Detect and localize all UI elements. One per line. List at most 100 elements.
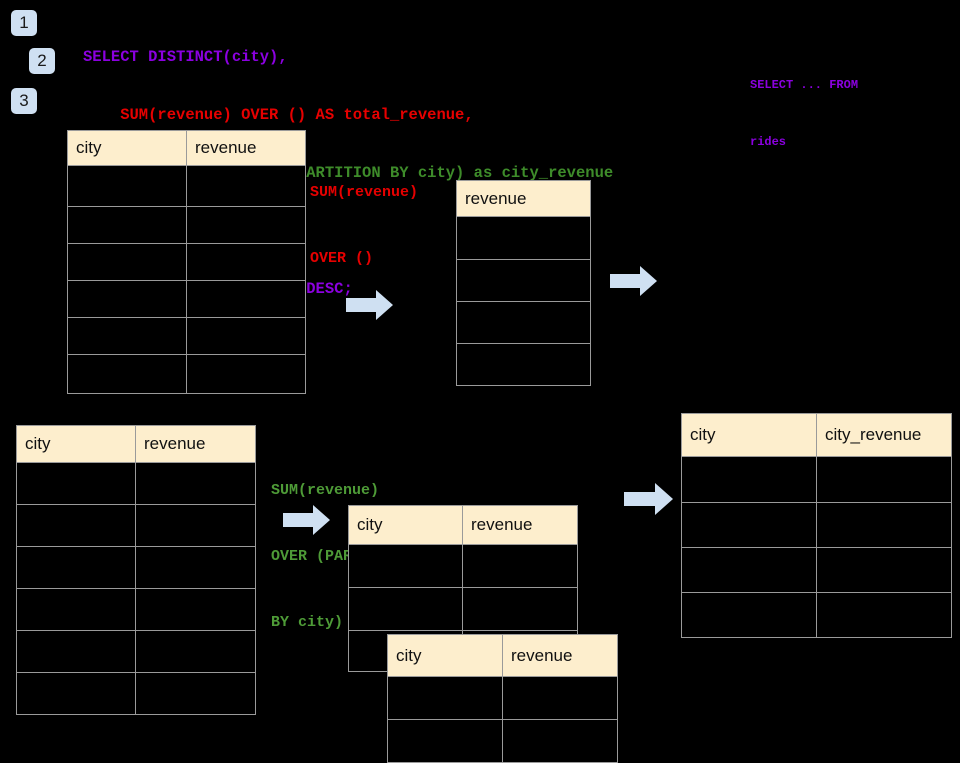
table-cell <box>186 243 306 281</box>
table-header-row: city city_revenue <box>681 413 952 457</box>
table-rides-source-bottom: city revenue <box>16 425 256 715</box>
table-row <box>67 206 306 244</box>
column-header-city: city <box>681 413 817 457</box>
table-cell <box>16 504 136 547</box>
side-note-select-from-rides: SELECT ... FROM rides <box>750 38 858 190</box>
table-cell <box>16 588 136 631</box>
table-row <box>16 546 256 589</box>
column-header-city: city <box>387 634 503 677</box>
table-cell <box>681 502 817 548</box>
column-header-revenue: revenue <box>456 180 591 217</box>
column-header-revenue: revenue <box>186 130 306 166</box>
column-header-revenue: revenue <box>462 505 578 545</box>
table-header-row: revenue <box>456 180 591 217</box>
table-cell <box>135 672 256 715</box>
table-row <box>456 301 591 344</box>
table-cell <box>681 456 817 503</box>
step-badge-1: 1 <box>11 10 37 36</box>
annotation-city-revenue: SUM(revenue) OVER (PARTITION BY city) <box>271 436 406 678</box>
table-row <box>67 243 306 281</box>
table-cell <box>186 280 306 318</box>
column-header-city: city <box>67 130 187 166</box>
table-cell <box>462 544 578 588</box>
column-header-city-revenue: city_revenue <box>816 413 952 457</box>
table-row <box>348 587 578 631</box>
arrow-total-to-final <box>610 264 658 298</box>
table-header-row: city revenue <box>348 505 578 545</box>
table-cell <box>135 630 256 673</box>
table-cell <box>681 547 817 593</box>
table-row <box>681 592 952 638</box>
table-row <box>16 672 256 715</box>
table-cell <box>67 165 187 207</box>
table-row <box>456 343 591 386</box>
table-cell <box>16 630 136 673</box>
table-row <box>387 719 618 763</box>
step-badge-2: 2 <box>29 48 55 74</box>
table-cell <box>67 243 187 281</box>
table-row <box>67 165 306 207</box>
annotation-city-revenue-line-3: BY city) <box>271 614 344 631</box>
table-header-row: city revenue <box>387 634 618 677</box>
table-header-row: city revenue <box>16 425 256 463</box>
arrow-source-to-total <box>346 288 394 322</box>
table-row <box>681 502 952 548</box>
table-final-result: city city_revenue <box>681 413 952 638</box>
annotation-total-revenue: SUM(revenue) OVER () <box>310 138 418 314</box>
table-row <box>681 547 952 593</box>
table-cell <box>135 546 256 589</box>
arrow-partition-to-final <box>624 481 674 517</box>
table-cell <box>135 588 256 631</box>
table-cell <box>135 504 256 547</box>
side-note-line-2: rides <box>750 135 787 149</box>
annotation-city-revenue-line-1: SUM(revenue) <box>271 482 380 499</box>
table-cell <box>186 165 306 207</box>
table-partition-group-b: city revenue <box>387 634 618 763</box>
table-cell <box>462 587 578 631</box>
table-row <box>16 588 256 631</box>
table-row <box>348 544 578 588</box>
column-header-city: city <box>348 505 463 545</box>
step-badge-3: 3 <box>11 88 37 114</box>
side-note-line-1: SELECT ... FROM <box>750 78 859 92</box>
table-cell <box>502 676 618 720</box>
table-header-row: city revenue <box>67 130 306 166</box>
table-cell <box>816 547 952 593</box>
table-row <box>67 354 306 394</box>
table-cell <box>67 354 187 394</box>
table-cell <box>67 317 187 355</box>
table-row <box>16 630 256 673</box>
table-row <box>67 317 306 355</box>
table-cell <box>186 206 306 244</box>
table-row <box>67 280 306 318</box>
column-header-revenue: revenue <box>135 425 256 463</box>
table-cell <box>681 592 817 638</box>
table-cell <box>16 672 136 715</box>
column-header-city: city <box>16 425 136 463</box>
table-cell <box>67 206 187 244</box>
table-row <box>681 456 952 503</box>
annotation-total-revenue-line-2: OVER () <box>310 250 374 267</box>
table-row <box>456 259 591 302</box>
annotation-total-revenue-line-1: SUM(revenue) <box>310 184 419 201</box>
table-cell <box>348 544 463 588</box>
table-cell <box>186 317 306 355</box>
table-cell <box>67 280 187 318</box>
table-row <box>387 676 618 720</box>
table-cell <box>186 354 306 394</box>
table-cell <box>387 719 503 763</box>
table-row <box>456 216 591 260</box>
table-cell <box>502 719 618 763</box>
table-cell <box>456 343 591 386</box>
column-header-revenue: revenue <box>502 634 618 677</box>
table-cell <box>456 259 591 302</box>
table-cell <box>348 587 463 631</box>
table-cell <box>135 462 256 505</box>
sql-line-total-revenue: SUM(revenue) OVER () AS total_revenue, <box>83 106 474 124</box>
table-cell <box>387 676 503 720</box>
table-cell <box>16 462 136 505</box>
table-cell <box>16 546 136 589</box>
arrow-source-to-partition <box>283 503 331 537</box>
table-cell <box>816 456 952 503</box>
table-row <box>16 504 256 547</box>
